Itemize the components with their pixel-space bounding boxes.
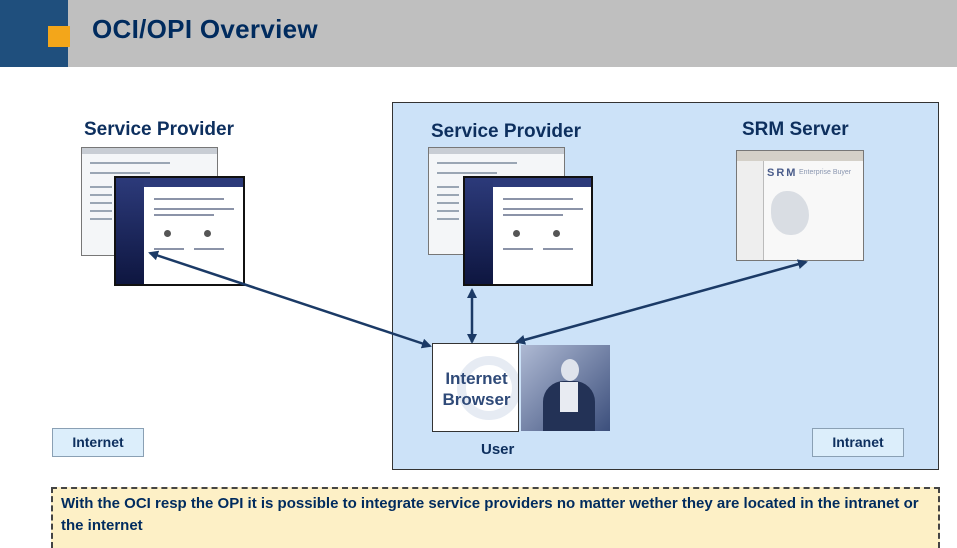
service-provider-left-label: Service Provider <box>84 119 234 140</box>
browser-logo-icon <box>457 356 518 420</box>
intranet-zone-label: Intranet <box>812 428 904 457</box>
srm-logo: SRM <box>767 167 798 179</box>
internet-zone-label: Internet <box>52 428 144 457</box>
title-bar <box>0 0 957 67</box>
browser-label-line2: Browser <box>442 390 511 409</box>
srm-server-screenshot: SRM Enterprise Buyer <box>736 150 864 261</box>
srm-logo-subtitle: Enterprise Buyer <box>799 169 852 176</box>
title-orange-square <box>48 26 70 47</box>
arrow-left-provider-to-browser <box>148 250 432 349</box>
browser-label-line1: Internet <box>445 369 508 388</box>
page-title: OCI/OPI Overview <box>92 14 318 44</box>
user-label: User <box>481 441 515 458</box>
srm-server-label: SRM Server <box>742 119 849 140</box>
arrow-srm-to-browser <box>515 259 808 345</box>
user-photo <box>521 345 610 431</box>
service-provider-right-label: Service Provider <box>431 121 581 142</box>
internet-browser-box: Internet Browser <box>432 343 519 432</box>
footer-note: With the OCI resp the OPI it is possible… <box>51 487 940 548</box>
